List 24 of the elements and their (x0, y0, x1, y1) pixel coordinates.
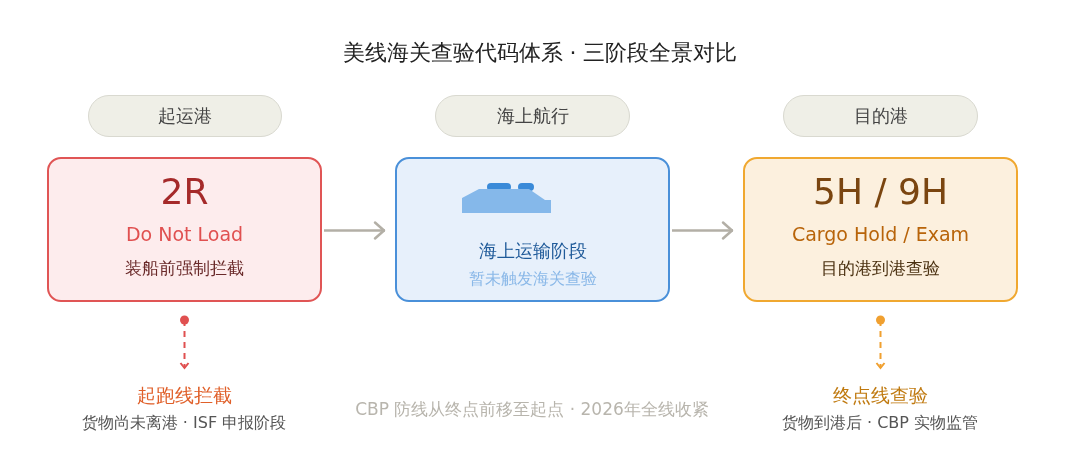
description: 货物到港后 · CBP 实物监管 (781, 413, 979, 434)
arrow (324, 221, 386, 240)
subtitle: Do Not Load (125, 223, 244, 245)
description: 海上运输阶段 (478, 239, 587, 263)
stage-box (47, 157, 322, 302)
heading: 起跑线拦截 (136, 383, 232, 408)
description: 货物尚未离港 · ISF 申报阶段 (81, 413, 287, 434)
stage-pill: 海上航行 (435, 95, 630, 137)
title: 美线海关查验代码体系 · 三阶段全景对比 (342, 40, 738, 65)
stage-pill: 起运港 (88, 95, 282, 137)
description: 目的港到港查验 (821, 257, 940, 280)
note: CBP 防线从终点前移至起点 · 2026年全线收紧 (355, 399, 709, 419)
stage-pill: 目的港 (783, 95, 978, 137)
subtitle: Cargo Hold / Exam (791, 223, 970, 245)
heading: 终点线查验 (832, 383, 928, 408)
code: 5H / 9H (813, 171, 948, 212)
code: 2R (160, 171, 209, 212)
leader-line (179, 315, 190, 369)
stage-box (743, 157, 1018, 302)
note: 暂未触发海关查验 (468, 269, 597, 290)
description: 装船前强制拦截 (125, 257, 244, 280)
stage-box (395, 157, 670, 302)
leader-line (875, 315, 886, 369)
arrow (672, 221, 734, 240)
